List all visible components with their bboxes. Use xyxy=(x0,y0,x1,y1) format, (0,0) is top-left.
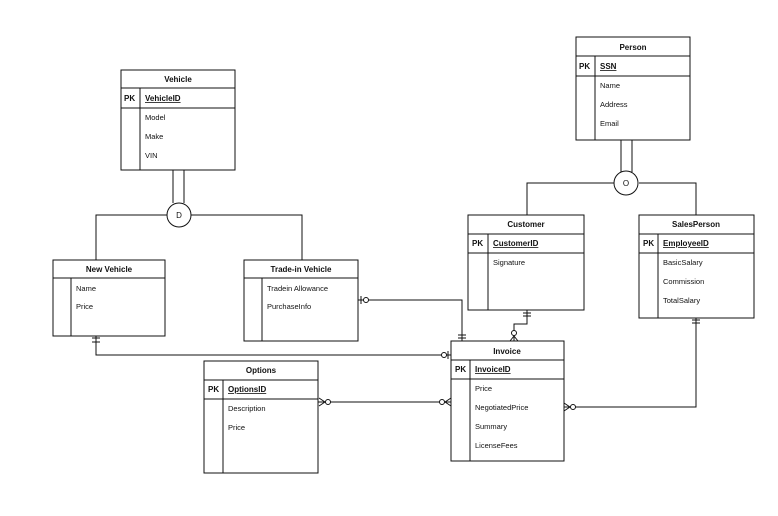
invoice-attr-summary: Summary xyxy=(475,422,507,431)
salesperson-to-invoice-line xyxy=(564,318,697,408)
salesperson-attr-basicsalary: BasicSalary xyxy=(663,258,703,267)
overlap-circle: O xyxy=(613,170,639,196)
invoice-many-mark-customer xyxy=(509,330,519,342)
customer-attr-signature: Signature xyxy=(493,258,525,267)
salesperson-pk-label: PK xyxy=(643,239,654,248)
invoice-pk: InvoiceID xyxy=(475,365,511,374)
invoice-attr-negotiatedprice: NegotiatedPrice xyxy=(475,403,528,412)
disjoint-symbol: D xyxy=(176,211,182,220)
overlap-to-salesperson-line xyxy=(639,182,697,215)
person-pk: SSN xyxy=(600,62,617,71)
cardinality-marks xyxy=(92,296,700,412)
disjoint-to-new-vehicle-line xyxy=(95,214,167,260)
tradein-attr-purchaseinfo: PurchaseInfo xyxy=(267,302,311,311)
customer-pk: CustomerID xyxy=(493,239,539,248)
person-attr-address: Address xyxy=(600,100,628,109)
entity-person[interactable]: Person PK SSN Name Address Email xyxy=(575,36,691,141)
new-vehicle-attr-name: Name xyxy=(76,284,96,293)
disjoint-circle: D xyxy=(166,202,192,228)
entity-tradein-vehicle[interactable]: Trade-in Vehicle Tradein Allowance Purch… xyxy=(243,259,359,342)
person-attr-email: Email xyxy=(600,119,619,128)
disjoint-to-tradein-line xyxy=(191,214,303,260)
invoice-attr-licensefees: LicenseFees xyxy=(475,441,518,450)
options-attr-price: Price xyxy=(228,423,245,432)
new-vehicle-attr-price: Price xyxy=(76,302,93,311)
options-many-mark xyxy=(318,397,331,407)
overlap-symbol: O xyxy=(623,179,629,188)
invoice-attr-price: Price xyxy=(475,384,492,393)
entity-vehicle[interactable]: Vehicle PK VehicleID Model Make VIN xyxy=(120,69,236,171)
salesperson-pk: EmployeeID xyxy=(663,239,709,248)
tradein-zero-one-mark xyxy=(360,296,369,304)
options-attr-description: Description xyxy=(228,404,266,413)
entity-customer[interactable]: Customer PK CustomerID Signature xyxy=(467,214,585,311)
salesperson-attr-totalsalary: TotalSalary xyxy=(663,296,700,305)
entity-new-vehicle[interactable]: New Vehicle Name Price xyxy=(52,259,166,337)
tradein-vehicle-title: Trade-in Vehicle xyxy=(271,265,332,274)
person-title: Person xyxy=(619,43,646,52)
person-pk-label: PK xyxy=(579,62,590,71)
invoice-pk-label: PK xyxy=(455,365,466,374)
customer-one-mark xyxy=(523,312,531,317)
customer-pk-label: PK xyxy=(472,239,483,248)
invoice-one-mark-tradein xyxy=(458,334,466,339)
invoice-title: Invoice xyxy=(493,347,521,356)
vehicle-attr-make: Make xyxy=(145,132,163,141)
vehicle-attr-model: Model xyxy=(145,113,166,122)
tradein-attr-allowance: Tradein Allowance xyxy=(267,284,328,293)
entity-invoice[interactable]: Invoice PK InvoiceID Price NegotiatedPri… xyxy=(450,340,565,462)
person-attr-name: Name xyxy=(600,81,620,90)
vehicle-title: Vehicle xyxy=(164,75,192,84)
salesperson-attr-commission: Commission xyxy=(663,277,704,286)
new-vehicle-one-mark xyxy=(92,337,100,343)
invoice-zero-one-mark-left xyxy=(441,351,449,359)
new-vehicle-title: New Vehicle xyxy=(86,265,133,274)
invoice-many-mark-options xyxy=(439,397,452,407)
options-pk-label: PK xyxy=(208,385,219,394)
connectors xyxy=(95,140,697,408)
salesperson-one-mark xyxy=(692,319,700,324)
customer-to-invoice-line xyxy=(513,310,528,341)
invoice-many-mark-salesperson xyxy=(563,402,576,412)
options-pk: OptionsID xyxy=(228,385,266,394)
options-title: Options xyxy=(246,366,277,375)
tradein-to-invoice-line xyxy=(358,299,463,341)
entity-salesperson[interactable]: SalesPerson PK EmployeeID BasicSalary Co… xyxy=(638,214,755,319)
customer-title: Customer xyxy=(507,220,544,229)
overlap-to-customer-line xyxy=(526,182,614,215)
vehicle-pk-label: PK xyxy=(124,94,135,103)
vehicle-pk: VehicleID xyxy=(145,94,181,103)
salesperson-title: SalesPerson xyxy=(672,220,720,229)
entity-options[interactable]: Options PK OptionsID Description Price xyxy=(203,360,319,474)
vehicle-attr-vin: VIN xyxy=(145,151,158,160)
